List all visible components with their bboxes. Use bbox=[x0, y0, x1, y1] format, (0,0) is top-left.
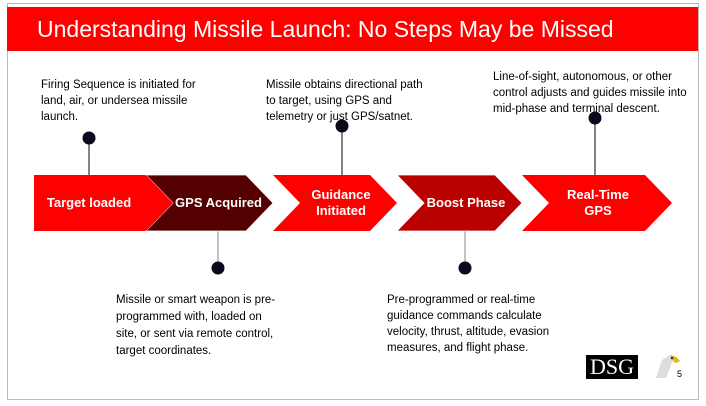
note-gps: Missile or smart weapon is pre-programme… bbox=[116, 294, 276, 357]
note-real-time: Line-of-sight, autonomous, or other cont… bbox=[493, 71, 687, 115]
slide-title: Understanding Missile Launch: No Steps M… bbox=[7, 7, 698, 51]
chevron-real-time-gps bbox=[522, 175, 672, 231]
step-label: Target loaded bbox=[46, 195, 132, 210]
step-label: GPS Acquired bbox=[175, 195, 262, 210]
step-label: Boost Phase bbox=[426, 195, 506, 210]
step-label: Real-Time GPS bbox=[567, 187, 629, 218]
page-number: 5 bbox=[677, 369, 683, 379]
eagle-icon bbox=[656, 355, 680, 378]
chevron-guidance-initiated bbox=[273, 175, 397, 231]
chevron-target-loaded-tip bbox=[146, 175, 173, 231]
marker-dot bbox=[335, 119, 349, 133]
step-label: Guidance Initiated bbox=[311, 187, 371, 218]
chevron-boost-phase bbox=[396, 174, 523, 232]
note-firing-sequence: Firing Sequence is initiated for land, a… bbox=[41, 79, 196, 123]
note-boost: Pre-programmed or real-time guidance com… bbox=[387, 294, 550, 354]
note-guidance: Missile obtains directional path to targ… bbox=[266, 79, 423, 123]
marker-dot bbox=[211, 261, 225, 275]
dsg-logo: DSG bbox=[586, 355, 638, 379]
marker-dot bbox=[588, 111, 602, 125]
chevron-target-loaded bbox=[34, 175, 146, 231]
marker-dot bbox=[458, 261, 472, 275]
marker-dot bbox=[82, 131, 96, 145]
